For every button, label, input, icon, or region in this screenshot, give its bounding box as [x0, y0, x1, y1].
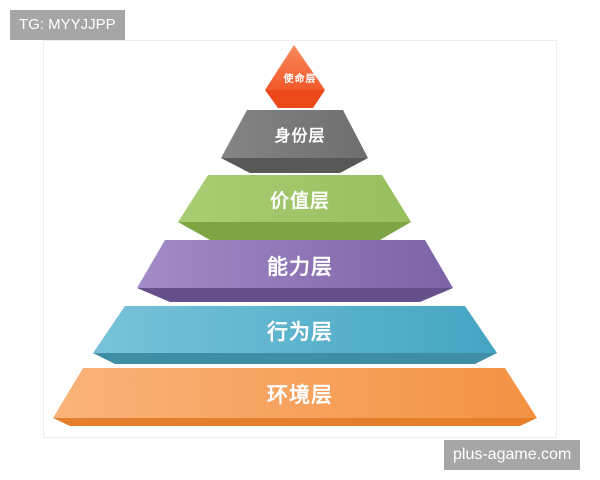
layer-value: [178, 175, 411, 240]
layer-label-ability: 能力层: [267, 255, 333, 279]
layer-behavior: [93, 306, 497, 364]
layer-mission: [265, 45, 325, 108]
layer-environment: [53, 368, 537, 426]
layer-label-identity: 身份层: [274, 126, 326, 145]
layer-label-behavior: 行为层: [267, 320, 333, 344]
layer-ability: [137, 240, 453, 302]
watermark-top-left: TG: MYYJJPP: [10, 10, 125, 40]
layer-identity: [221, 110, 368, 173]
layer-label-mission: 使命层: [283, 74, 317, 85]
layer-label-value: 价值层: [269, 190, 330, 212]
layer-label-environment: 环境层: [267, 383, 333, 407]
watermark-bottom-right: plus-agame.com: [444, 440, 581, 470]
